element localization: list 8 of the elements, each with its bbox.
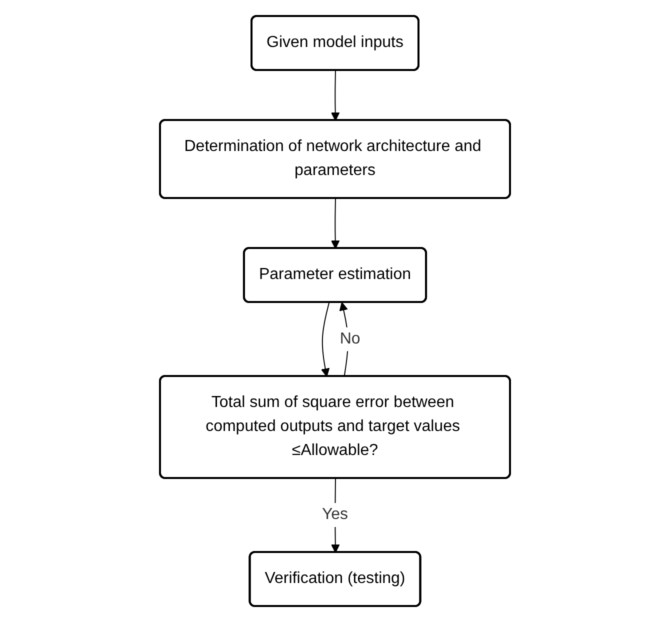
arrow [338, 302, 348, 377]
node-text: Total sum of square error between computed outputs and target values ≤Allowable? [205, 394, 460, 459]
arrow [320, 302, 330, 377]
arrow [330, 70, 340, 121]
node-text: Determination of network architecture and parameters [184, 138, 481, 179]
arrow [330, 198, 340, 249]
edge-label: Yes [321, 506, 348, 523]
edge-label: No [339, 330, 360, 348]
